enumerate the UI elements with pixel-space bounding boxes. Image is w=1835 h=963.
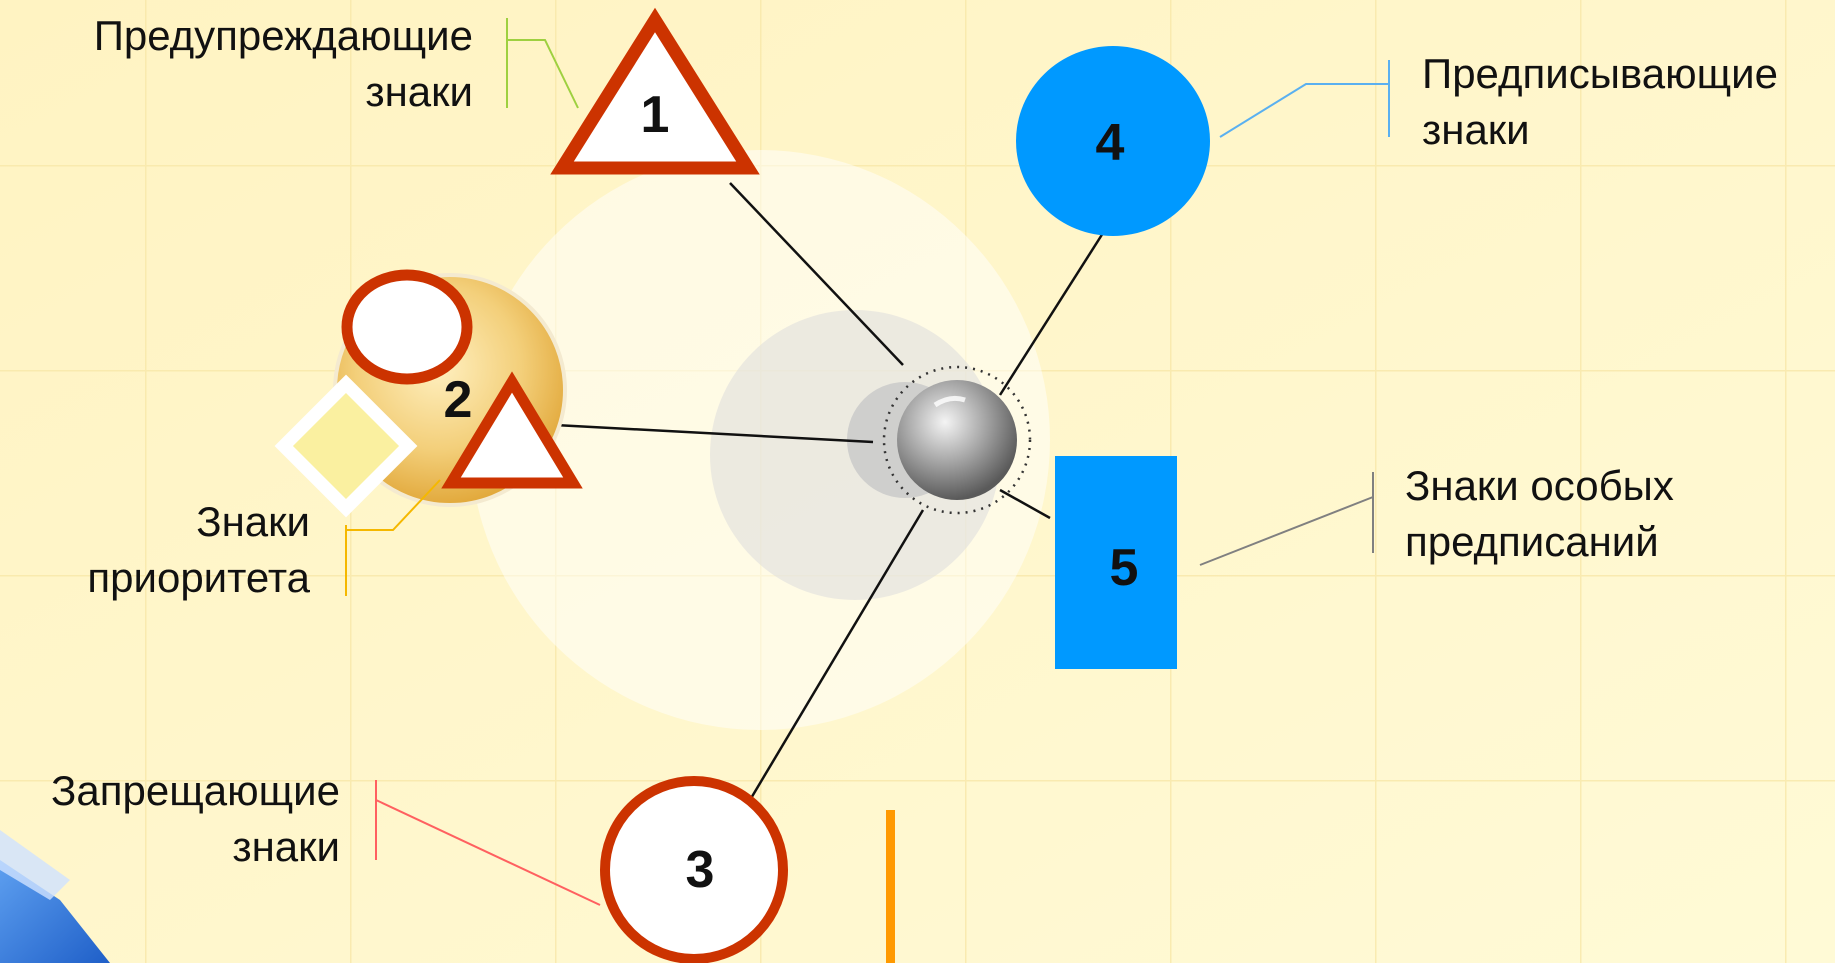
label-mandatory-line-1: Предписывающие (1422, 50, 1778, 97)
connector-prohibitory (745, 509, 925, 806)
label-priority-line-2: приоритета (87, 554, 310, 601)
special-sign-number: 5 (1110, 539, 1139, 597)
hub-dotted-ring (882, 365, 1032, 515)
warning-sign-number: 1 (641, 86, 670, 144)
connector-mandatory (998, 232, 1105, 396)
special-callout-leader-2 (1199, 496, 1374, 566)
label-prohibitory-line-2: знаки (232, 823, 340, 870)
warning-callout-leader-2 (507, 39, 579, 109)
hub-highlight (933, 395, 966, 408)
mandatory-sign-number: 4 (1096, 114, 1125, 172)
label-warning-line-1: Предупреждающие (93, 12, 473, 59)
label-special: Знаки особых предписаний (1405, 458, 1674, 570)
connector-warning (729, 182, 904, 366)
label-special-line-1: Знаки особых (1405, 462, 1674, 509)
priority-sign-number: 2 (444, 371, 473, 429)
prohibitory-sign-number: 3 (686, 841, 715, 899)
priority-red-ring-sign[interactable] (341, 269, 473, 385)
label-mandatory: Предписывающие знаки (1422, 46, 1778, 158)
mandatory-sign-circle[interactable] (1016, 46, 1210, 236)
connector-priority (554, 423, 874, 444)
priority-callout-leader-2 (346, 479, 441, 531)
priority-main-road-diamond[interactable] (274, 374, 418, 518)
connector-special (999, 488, 1051, 520)
label-mandatory-line-2: знаки (1422, 106, 1530, 153)
label-priority: Знаки приоритета (87, 494, 310, 606)
special-sign-rectangle[interactable] (1055, 456, 1177, 669)
label-prohibitory: Запрещающие знаки (51, 763, 340, 875)
label-warning: Предупреждающие знаки (94, 8, 473, 120)
priority-give-way-triangle[interactable] (441, 371, 583, 489)
warning-sign-triangle[interactable] (550, 7, 760, 175)
label-warning-line-2: знаки (365, 68, 473, 115)
label-priority-line-1: Знаки (196, 498, 310, 545)
prohibitory-sign-circle[interactable] (600, 776, 788, 963)
orange-accent-bar (886, 810, 895, 963)
corner-decoration-highlight (0, 830, 70, 900)
mandatory-callout-leader-2 (1219, 83, 1389, 138)
label-special-line-2: предписаний (1405, 518, 1659, 565)
prohibitory-callout-leader-2 (375, 799, 601, 906)
hub-sphere (897, 380, 1017, 500)
label-prohibitory-line-1: Запрещающие (51, 767, 340, 814)
